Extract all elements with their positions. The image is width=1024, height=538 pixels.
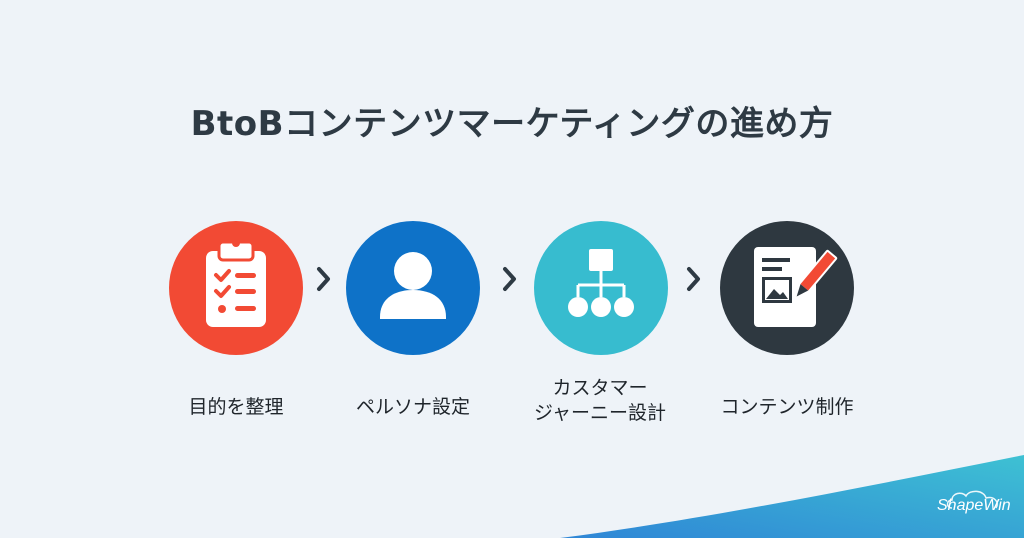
hierarchy-diagram-icon: [568, 249, 634, 317]
document-pen-icon: [754, 247, 838, 327]
step-1-circle: [169, 221, 303, 355]
step-2-label: ペルソナ設定: [355, 396, 470, 418]
step-3-circle: [534, 221, 668, 355]
chevron-right-icon: [687, 267, 700, 291]
step-4-circle: [720, 221, 854, 355]
person-icon: [380, 252, 446, 319]
step-2-circle: [346, 221, 480, 355]
page-title: BtoBコンテンツマーケティングの進め方: [190, 104, 834, 144]
step-4-label: コンテンツ制作: [720, 396, 854, 418]
clipboard-checklist-icon: [206, 239, 266, 327]
logo-cloud-icon: [946, 490, 998, 509]
brand-logo: ShapeWin: [937, 497, 1011, 514]
step-1-label: 目的を整理: [188, 396, 284, 418]
chevron-right-icon: [503, 267, 516, 291]
chevron-right-icon: [317, 267, 330, 291]
step-3-label: カスタマー ジャーニー設計: [533, 377, 667, 424]
